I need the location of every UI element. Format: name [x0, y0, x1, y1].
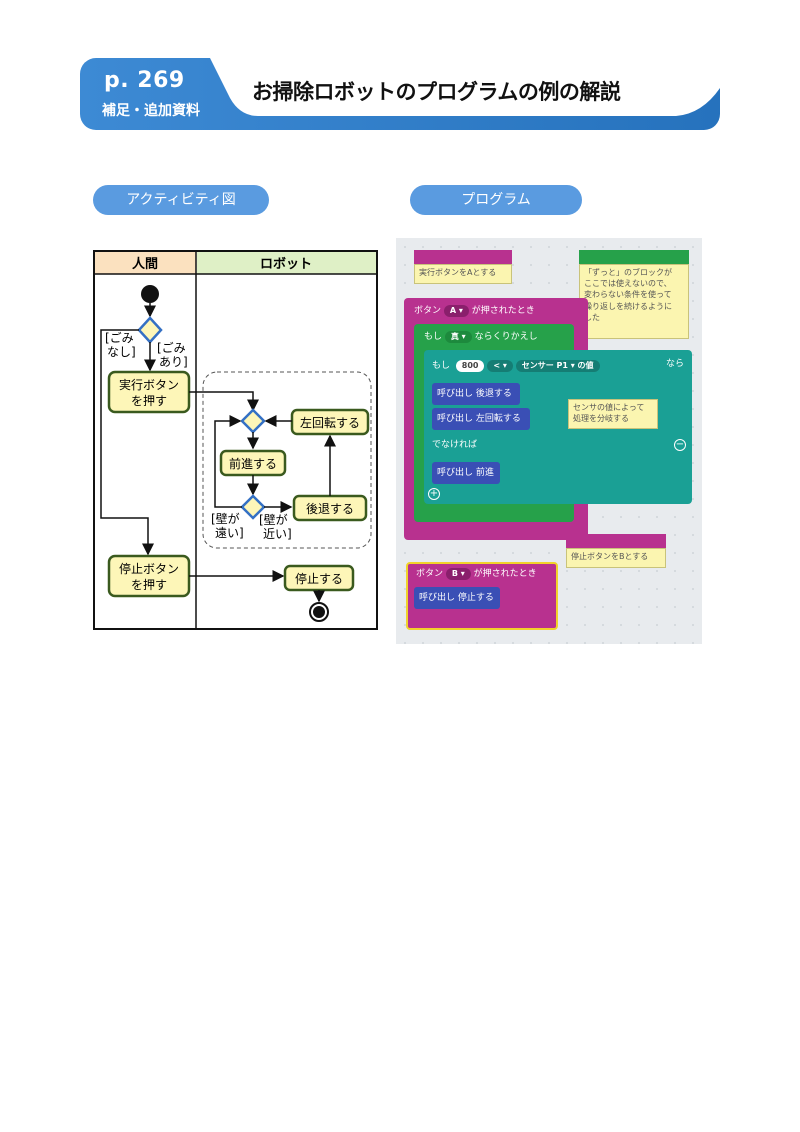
- guard-wall-near-line1: [壁が: [259, 512, 288, 527]
- action-stop-label: 停止する: [295, 571, 343, 586]
- else-label: でなければ: [432, 440, 478, 450]
- page-header: p. 269 補足・追加資料 お掃除ロボットのプログラムの例の解説: [80, 58, 720, 130]
- guard-wall-far-line2: 遠い]: [215, 526, 244, 540]
- lane-header-robot: [197, 252, 376, 274]
- sensor-read-block[interactable]: センサー P1 ▾ の値: [515, 360, 600, 372]
- lane-robot-label: ロボット: [260, 256, 312, 272]
- lane-human-label: 人間: [132, 256, 158, 272]
- activity-diagram: 人間 ロボット [ごみ なし] [ごみ あり] 実行ボタン を押す 前進する 後…: [93, 250, 378, 630]
- if-operator-select[interactable]: < ▾: [487, 360, 513, 372]
- start-node: [141, 285, 159, 303]
- comment-branch-header: [568, 385, 658, 399]
- page-subtitle: 補足・追加資料: [102, 103, 200, 119]
- loop-region: [202, 371, 372, 549]
- while-condition-select[interactable]: 真 ▾: [444, 331, 472, 343]
- call-stop-block[interactable]: 呼び出し 停止する: [414, 587, 500, 609]
- call-forward-block[interactable]: 呼び出し 前進: [432, 462, 500, 484]
- call-left-block[interactable]: 呼び出し 左回転する: [432, 408, 530, 430]
- event-b-button-select[interactable]: B ▾: [445, 568, 471, 580]
- activity-diagram-label: アクティビティ図: [93, 185, 269, 215]
- if-value-input[interactable]: 800: [455, 360, 485, 372]
- program-canvas: 実行ボタンをAとする 「ずっと」のブロックが ここでは使えないので、 変わらない…: [396, 238, 702, 644]
- add-else-if-icon[interactable]: +: [428, 488, 440, 500]
- header-banner-shape: [80, 58, 720, 130]
- comment-forever: 「ずっと」のブロックが ここでは使えないので、 変わらない条件を使って 繰り返し…: [579, 264, 689, 339]
- page-title: お掃除ロボットのプログラムの例の解説: [252, 80, 621, 104]
- event-b-header: ボタン B ▾ が押されたとき: [416, 568, 537, 580]
- if-then-label: なら: [666, 359, 685, 369]
- action-run-button-line2: を押す: [131, 394, 167, 408]
- guard-no-trash-line2: なし]: [107, 345, 136, 359]
- guard-trash-line2: あり]: [159, 355, 188, 369]
- action-run-button-line1: 実行ボタン: [119, 377, 179, 392]
- page-number: p. 269: [104, 68, 185, 93]
- action-stop-button-line1: 停止ボタン: [119, 561, 179, 576]
- decision-wall: [240, 494, 266, 520]
- comment-b: 停止ボタンをBとする: [566, 548, 666, 568]
- action-forward-label: 前進する: [229, 456, 277, 471]
- while-header: もし 真 ▾ ならくりかえし: [424, 331, 538, 343]
- guard-wall-far-line1: [壁が: [211, 511, 240, 526]
- program-label: プログラム: [410, 185, 582, 215]
- comment-b-header: [566, 534, 666, 548]
- comment-a-header: [414, 250, 512, 264]
- comment-forever-header: [579, 250, 689, 264]
- guard-wall-near-line2: 近い]: [263, 527, 292, 541]
- event-a-header: ボタン A ▾ が押されたとき: [414, 305, 535, 317]
- remove-else-icon[interactable]: −: [674, 439, 686, 451]
- action-back-label: 後退する: [306, 502, 354, 516]
- call-back-block[interactable]: 呼び出し 後退する: [432, 383, 520, 405]
- action-turn-left: [290, 408, 370, 436]
- action-turn-left-label: 左回転する: [300, 415, 360, 430]
- action-stop-button-line2: を押す: [131, 578, 167, 592]
- comment-a: 実行ボタンをAとする: [414, 264, 512, 284]
- if-header: もし 800 < ▾ センサー P1 ▾ の値: [432, 360, 600, 372]
- comment-branch: センサの値によって 処理を分岐する: [568, 399, 658, 429]
- guard-no-trash-line1: [ごみ: [105, 330, 134, 345]
- guard-trash-line1: [ごみ: [157, 340, 186, 355]
- lane-header-human: [95, 252, 196, 274]
- event-a-button-select[interactable]: A ▾: [443, 305, 469, 317]
- end-node-inner: [313, 606, 325, 618]
